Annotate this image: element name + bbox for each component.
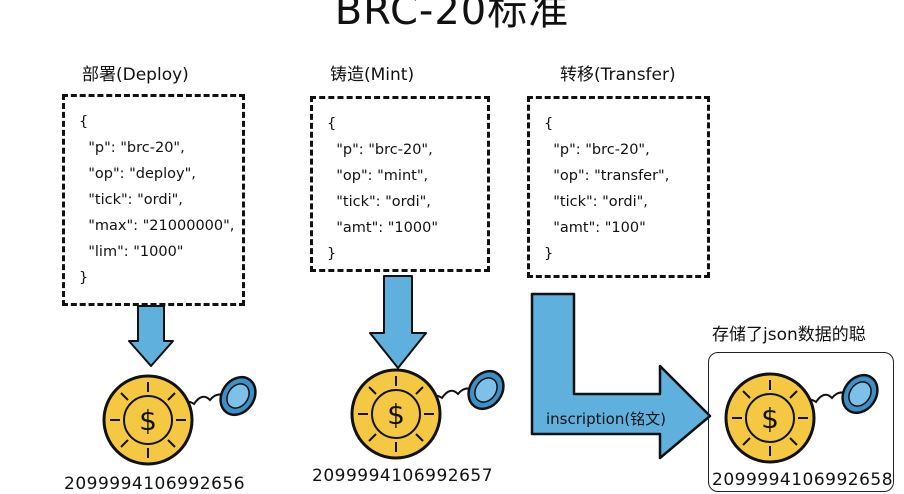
- chain-tag-icon: [841, 373, 879, 415]
- sat-coin-3: $: [722, 366, 882, 466]
- sat-id-3: 2099994106992658: [712, 470, 894, 490]
- dollar-icon: $: [139, 404, 157, 437]
- mint-json-code: { "p": "brc-20", "op": "mint", "tick": "…: [327, 116, 438, 262]
- transfer-json-code: { "p": "brc-20", "op": "transfer", "tick…: [544, 116, 670, 262]
- dollar-icon: $: [761, 402, 779, 435]
- transfer-json-box: { "p": "brc-20", "op": "transfer", "tick…: [527, 96, 710, 278]
- dollar-icon: $: [387, 398, 405, 431]
- transfer-label: 转移(Transfer): [560, 65, 676, 85]
- deploy-json-box: { "p": "brc-20", "op": "deploy", "tick":…: [62, 94, 245, 306]
- mint-label: 铸造(Mint): [330, 65, 415, 85]
- deploy-json-code: { "p": "brc-20", "op": "deploy", "tick":…: [79, 114, 235, 286]
- chain-tag-icon: [467, 369, 505, 411]
- mint-arrow: [368, 275, 428, 370]
- chain-tag-icon: [219, 375, 257, 417]
- inscription-arrow: [528, 290, 713, 462]
- sat-id-1: 2099994106992656: [64, 474, 246, 494]
- sat-coin-2: $: [348, 362, 508, 462]
- deploy-label: 部署(Deploy): [82, 65, 189, 85]
- diagram-title: BRC-20标准: [334, 0, 570, 34]
- stored-sat-label: 存储了json数据的聪: [712, 325, 866, 345]
- mint-json-box: { "p": "brc-20", "op": "mint", "tick": "…: [310, 96, 490, 272]
- deploy-arrow: [128, 305, 174, 367]
- inscription-label: inscription(铭文): [546, 410, 667, 428]
- sat-coin-1: $: [100, 368, 260, 468]
- sat-id-2: 2099994106992657: [312, 466, 494, 486]
